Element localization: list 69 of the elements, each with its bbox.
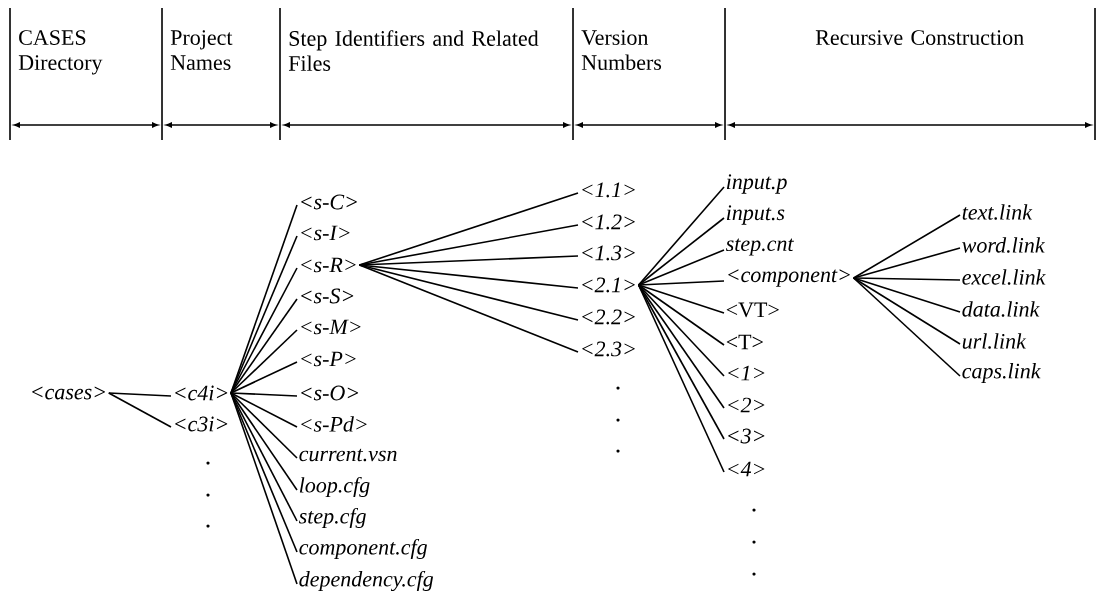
tree-line: [358, 264, 579, 321]
tree-label: <VT>: [726, 302, 779, 318]
tree-label: input.s: [726, 205, 785, 225]
tree-line: [230, 267, 298, 394]
tree-label: <s-P>: [301, 351, 356, 367]
tree-label: excel.link: [962, 269, 1046, 285]
column-heading: Step Identifiers and Related Files: [288, 30, 539, 71]
tree-line: [637, 284, 725, 473]
tree-line: [230, 392, 298, 397]
tree-label: data.link: [962, 301, 1040, 317]
tree-label: <s-Pd>: [301, 416, 367, 432]
tree-label: component.cfg: [299, 538, 427, 560]
tree-label: <1.1>: [582, 182, 635, 198]
tree-line: [230, 392, 298, 585]
tree-label: <2.2>: [582, 309, 635, 325]
column-heading: Version Numbers: [581, 30, 662, 70]
tree-line: [852, 247, 961, 279]
tree-line: [358, 192, 579, 266]
tree-line: [852, 277, 961, 345]
tree-label: <4>: [728, 461, 765, 477]
tree-label: <1.3>: [582, 245, 635, 261]
tree-label: caps.link: [962, 363, 1041, 383]
tree-line: [637, 284, 725, 314]
column-heading: Recursive Construction: [815, 30, 1024, 45]
tree-line: [230, 392, 298, 459]
column-heading: CASES Directory: [18, 30, 103, 75]
tree-label: <c4i>: [175, 385, 228, 401]
tree-label: word.link: [962, 237, 1045, 253]
tree-label: step.cfg: [298, 507, 366, 529]
tree-line: [852, 214, 961, 279]
tree-label: <1.2>: [582, 214, 635, 230]
tree-label: input.p: [726, 174, 787, 194]
tree-label: loop.cfg: [299, 476, 370, 498]
tree-line: [230, 329, 298, 394]
tree-label: <T>: [726, 334, 763, 350]
tree-label: <s-I>: [301, 225, 350, 241]
tree-line: [230, 392, 298, 491]
tree-label: <cases>: [32, 386, 105, 400]
tree-line: [852, 277, 961, 281]
tree-label: <3>: [728, 428, 765, 444]
tree-label: <s-S>: [301, 288, 354, 304]
tree-label: <s-M>: [301, 319, 361, 335]
tree-line: [107, 392, 172, 397]
tree-line: [637, 217, 725, 286]
tree-label: step.cnt: [726, 238, 794, 256]
tree-label: <component>: [728, 269, 850, 287]
tree-line: [637, 284, 725, 409]
tree-label: <2.1>: [582, 277, 635, 293]
tree-line: [358, 264, 579, 289]
tree-line: [230, 392, 298, 522]
column-heading: Project Names: [170, 30, 233, 70]
tree-label: url.link: [962, 333, 1027, 349]
tree-line: [230, 361, 298, 394]
tree-label: <s-O>: [301, 385, 359, 401]
tree-label: <c3i>: [175, 416, 228, 432]
tree-label: current.vsn: [299, 448, 397, 462]
tree-label: <s-C>: [301, 194, 357, 210]
tree-line: [230, 392, 298, 428]
tree-label: dependency.cfg: [299, 570, 434, 592]
tree-line: [852, 277, 961, 313]
tree-label: <2.3>: [582, 341, 635, 357]
tree-label: <s-R>: [301, 257, 356, 273]
tree-line: [852, 277, 961, 377]
tree-line: [637, 249, 725, 286]
tree-line: [107, 392, 172, 428]
tree-label: <1>: [728, 365, 765, 381]
tree-label: <2>: [728, 397, 765, 413]
tree-line: [358, 264, 579, 353]
tree-label: text.link: [962, 204, 1033, 220]
